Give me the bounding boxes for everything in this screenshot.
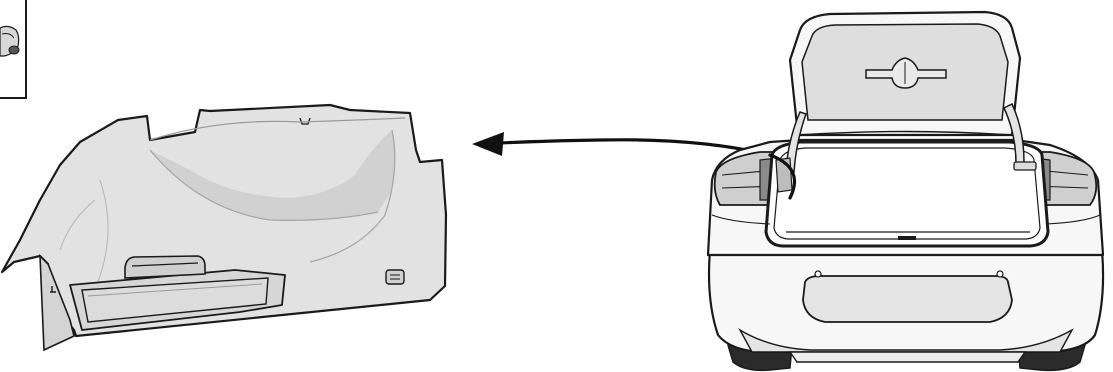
parking-sensor-left (814, 270, 822, 278)
storage-compartment (69, 255, 286, 331)
trim-clip-detail (385, 269, 405, 285)
parking-sensor-right (996, 270, 1004, 278)
callout-arrow-tail (768, 153, 796, 200)
trunk-hinge-right (1003, 102, 1037, 171)
vehicle-thumbnail-icon (0, 0, 27, 99)
trunk-side-trim-panel (0, 103, 448, 352)
trunk-opening (764, 140, 1050, 248)
wheel-arch-recess (150, 130, 395, 221)
sedan-rear-view (706, 10, 1105, 372)
license-plate-recess (802, 275, 1013, 323)
trunk-lid-open (788, 10, 1022, 137)
